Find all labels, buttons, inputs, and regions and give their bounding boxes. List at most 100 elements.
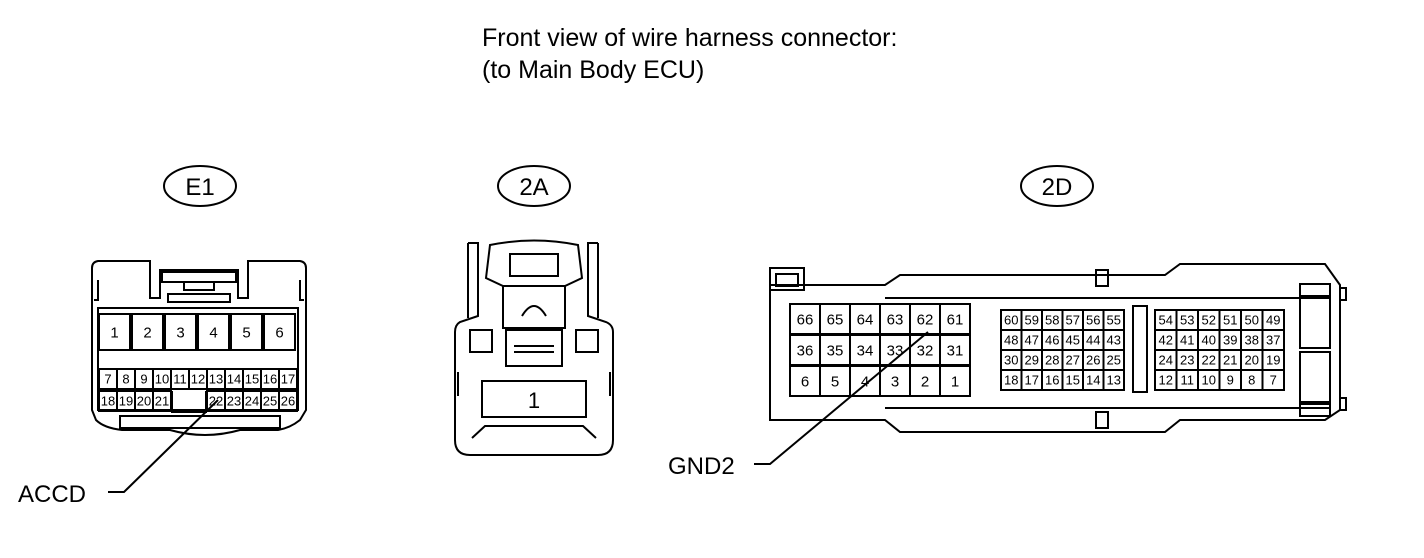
title-line-1: Front view of wire harness connector: bbox=[482, 24, 898, 52]
connector-e1-pin: 20 bbox=[137, 394, 151, 409]
connector-2a-label-oval bbox=[497, 165, 571, 207]
connector-e1-pin: 10 bbox=[155, 372, 169, 387]
connector-e1-pin: 7 bbox=[104, 372, 111, 387]
connector-2d-right-ears bbox=[1340, 287, 1347, 411]
connector-2d-pin: 11 bbox=[1181, 373, 1195, 388]
connector-e1-right-notch bbox=[299, 280, 304, 301]
connector-e1-pin-cavity bbox=[230, 313, 263, 351]
callout-gnd2-leader bbox=[754, 331, 929, 465]
connector-e1-latch-tab bbox=[183, 281, 215, 291]
connector-2d-pin: 35 bbox=[827, 342, 844, 359]
connector-2d-pin: 20 bbox=[1245, 353, 1259, 368]
connector-e1-pin-cavity bbox=[164, 313, 197, 351]
connector-2d-pin: 26 bbox=[1086, 353, 1100, 368]
connector-2d-pin: 60 bbox=[1004, 313, 1018, 328]
connector-2a-lock bbox=[502, 286, 566, 329]
connector-2d-pin: 12 bbox=[1159, 373, 1173, 388]
connector-2a-latch bbox=[505, 329, 563, 367]
connector-2d-pin: 41 bbox=[1180, 333, 1194, 348]
connector-2d-pin: 65 bbox=[827, 311, 844, 328]
connector-e1-pin: 19 bbox=[119, 394, 133, 409]
connector-2d-pin: 8 bbox=[1248, 373, 1255, 388]
connector-2d-right-guide-lower bbox=[1299, 351, 1331, 403]
connector-2a-body bbox=[454, 242, 614, 456]
connector-2d-pin: 13 bbox=[1107, 373, 1121, 388]
connector-2d-pin: 55 bbox=[1107, 313, 1121, 328]
connector-e1-pin: 13 bbox=[209, 372, 223, 387]
connector-e1-pin: 4 bbox=[209, 324, 217, 341]
connector-e1-pin: 3 bbox=[176, 324, 184, 341]
connector-2d-body bbox=[769, 263, 1341, 433]
connector-2d-pin: 64 bbox=[857, 311, 874, 328]
connector-e1-top-latch bbox=[161, 271, 237, 283]
connector-2a-right-guide bbox=[575, 329, 599, 353]
connector-2a-bottom-rail bbox=[471, 425, 597, 439]
connector-2d-pin-cavity bbox=[1261, 369, 1285, 391]
connector-e1-pin: 23 bbox=[227, 394, 241, 409]
connector-2d-pin: 59 bbox=[1025, 313, 1039, 328]
connector-2d-pin: 32 bbox=[917, 342, 934, 359]
connector-e1-pin: 2 bbox=[143, 324, 151, 341]
connector-2d-pin: 30 bbox=[1004, 353, 1018, 368]
connector-2d-pin: 2 bbox=[921, 373, 929, 390]
connector-e1-pin: 14 bbox=[227, 372, 241, 387]
connector-e1-pin: 8 bbox=[122, 372, 129, 387]
connector-e1-pin: 18 bbox=[101, 394, 115, 409]
connector-2a-label: 2A bbox=[519, 174, 548, 201]
connector-2d-pin: 62 bbox=[917, 311, 934, 328]
connector-2d-top-clip bbox=[1095, 269, 1109, 287]
callout-gnd2-label: GND2 bbox=[668, 453, 735, 480]
connector-2d-pin: 53 bbox=[1180, 313, 1194, 328]
connector-2d-pin-cavity bbox=[939, 365, 971, 397]
connector-2d-right-tab-bottom bbox=[1299, 403, 1331, 417]
connector-e1-pin: 6 bbox=[275, 324, 283, 341]
connector-2d-pin: 17 bbox=[1025, 373, 1039, 388]
connector-e1-pin: 24 bbox=[245, 394, 259, 409]
connector-2d-pin: 4 bbox=[861, 373, 869, 390]
connector-e1-pin: 26 bbox=[281, 394, 295, 409]
connector-2d-pin: 28 bbox=[1045, 353, 1059, 368]
diagram-title: Front view of wire harness connector: (t… bbox=[482, 22, 897, 86]
connector-2d-pin: 40 bbox=[1202, 333, 1216, 348]
connector-2d-pin: 61 bbox=[947, 311, 964, 328]
connector-2d-right-guide-upper bbox=[1299, 297, 1331, 349]
connector-e1-pin-cavity bbox=[197, 313, 230, 351]
connector-2a-pin-cavity-1 bbox=[481, 380, 587, 418]
connector-e1-bottom-rail bbox=[119, 415, 281, 429]
connector-2d-inner-rails bbox=[885, 297, 1330, 409]
connector-2d-pin: 18 bbox=[1004, 373, 1018, 388]
connector-2d-corner-tab-inner bbox=[775, 273, 799, 287]
connector-2d-pin-cavity bbox=[1102, 369, 1125, 391]
connector-e1-pin-cavity bbox=[278, 390, 298, 412]
connector-2d-pin: 24 bbox=[1159, 353, 1173, 368]
connector-2d-pin: 52 bbox=[1202, 313, 1216, 328]
connector-e1-pin-cavity bbox=[278, 368, 298, 390]
connector-2d-pin: 27 bbox=[1066, 353, 1080, 368]
connector-2d-pin: 23 bbox=[1180, 353, 1194, 368]
connector-e1-latch-bar bbox=[167, 293, 231, 303]
connector-2d-pin: 54 bbox=[1159, 313, 1173, 328]
connector-2d-pin: 16 bbox=[1045, 373, 1059, 388]
connector-e1-pin-cavity bbox=[98, 313, 131, 351]
connector-2a-hood bbox=[484, 239, 584, 287]
connector-2d-pin: 66 bbox=[797, 311, 814, 328]
title-line-2: (to Main Body ECU) bbox=[482, 56, 705, 84]
connector-2d-pin: 1 bbox=[951, 373, 959, 390]
connector-2a-pin-1: 1 bbox=[528, 388, 540, 413]
connector-e1-pin: 1 bbox=[110, 324, 118, 341]
connector-2d-label: 2D bbox=[1042, 174, 1073, 201]
connector-2d-pin: 58 bbox=[1045, 313, 1059, 328]
connector-2d-pin: 19 bbox=[1266, 353, 1280, 368]
connector-e1-label: E1 bbox=[185, 174, 214, 201]
connector-e1-pin: 16 bbox=[263, 372, 277, 387]
connector-e1-face bbox=[97, 307, 299, 411]
callout-accd: ACCD bbox=[18, 399, 219, 508]
connector-e1-pin: 21 bbox=[155, 394, 169, 409]
connector-2d-pin: 51 bbox=[1223, 313, 1237, 328]
connector-e1-pin-cavity bbox=[263, 313, 296, 351]
callout-accd-label: ACCD bbox=[18, 481, 86, 508]
connector-2a-latch-lines bbox=[514, 345, 554, 353]
